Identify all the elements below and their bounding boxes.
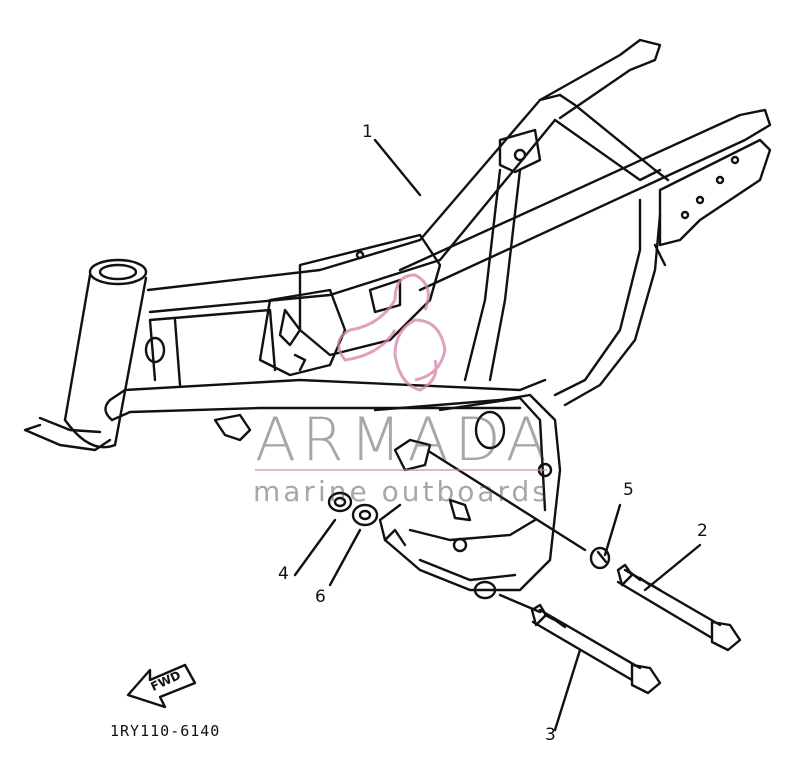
callout-3: 3 bbox=[545, 725, 556, 745]
down-tubes bbox=[463, 128, 542, 382]
callout-2: 2 bbox=[697, 521, 708, 541]
leader-2 bbox=[643, 543, 702, 592]
bolt-2 bbox=[616, 563, 742, 652]
leader-3 bbox=[553, 648, 582, 732]
head-tube bbox=[23, 258, 148, 452]
callout-4: 4 bbox=[278, 564, 289, 584]
rear-rails bbox=[398, 108, 772, 407]
callout-1: 1 bbox=[362, 122, 373, 142]
bolt-3 bbox=[530, 603, 662, 695]
callout-6: 6 bbox=[315, 587, 326, 607]
leader-1 bbox=[373, 138, 422, 197]
callout-5: 5 bbox=[623, 480, 634, 500]
center-gusset bbox=[258, 233, 442, 377]
leader-5b bbox=[603, 503, 622, 557]
clip-5 bbox=[589, 546, 611, 570]
fwd-arrow bbox=[126, 663, 197, 709]
main-upper-tubes bbox=[146, 38, 670, 314]
watermark-swirl bbox=[337, 273, 447, 392]
leader-5 bbox=[428, 450, 587, 552]
washer-6 bbox=[351, 503, 379, 527]
watermark-title: ARMADA bbox=[255, 405, 553, 475]
nut-4 bbox=[327, 491, 353, 513]
leader-6 bbox=[328, 528, 362, 587]
watermark-subtitle: marine outboards bbox=[253, 475, 550, 508]
engine-mount-bracket bbox=[373, 393, 562, 600]
part-code: 1RY110-6140 bbox=[110, 722, 221, 740]
watermark-divider bbox=[255, 469, 547, 471]
leader-4 bbox=[293, 518, 337, 577]
side-stand-bracket bbox=[213, 413, 252, 442]
